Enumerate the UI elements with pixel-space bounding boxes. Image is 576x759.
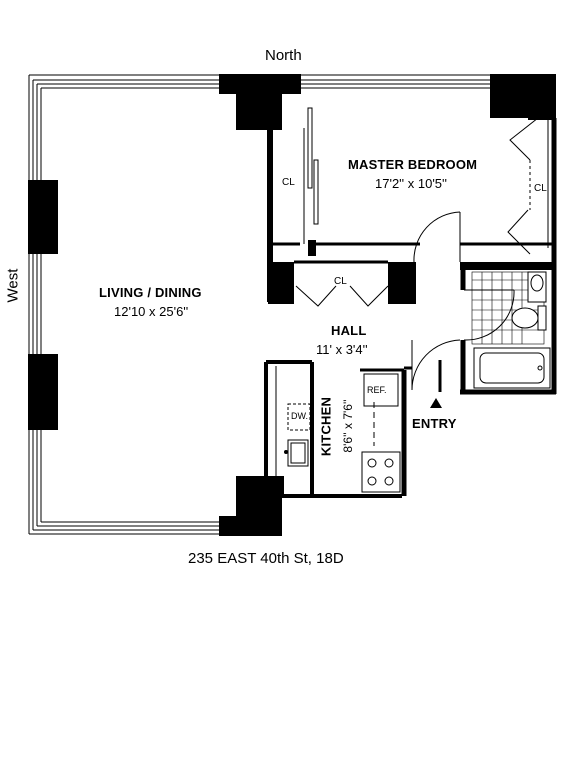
closet-label-hall: CL (334, 276, 347, 287)
kitchen (275, 366, 401, 493)
kitchen-dims: 8'6'' x 7'6'' (341, 399, 355, 453)
walls (264, 118, 557, 498)
hall-name: HALL (331, 323, 367, 338)
living-dining-name: LIVING / DINING (99, 285, 202, 300)
window-frames (28, 74, 553, 535)
entry-label: ENTRY (412, 416, 457, 431)
bathroom (471, 271, 551, 389)
master-bedroom-name: MASTER BEDROOM (348, 157, 478, 172)
closet-label-bedroom-right: CL (534, 183, 547, 194)
closet-doors (295, 107, 539, 307)
closet-label-bedroom-left: CL (282, 177, 295, 188)
columns (28, 74, 556, 536)
entry-arrow (430, 398, 442, 408)
refrigerator-label: REF. (367, 385, 387, 395)
master-bedroom-dims: 17'2'' x 10'5'' (375, 176, 447, 191)
address-caption: 235 EAST 40th St, 18D (188, 550, 344, 567)
north-label: North (265, 47, 302, 64)
kitchen-name: KITCHEN (318, 396, 334, 457)
hall-dims: 11' x 3'4'' (316, 342, 368, 357)
west-label: West (4, 268, 22, 303)
dishwasher-label: DW. (291, 411, 308, 421)
living-dining-dims: 12'10 x 25'6'' (114, 304, 189, 319)
